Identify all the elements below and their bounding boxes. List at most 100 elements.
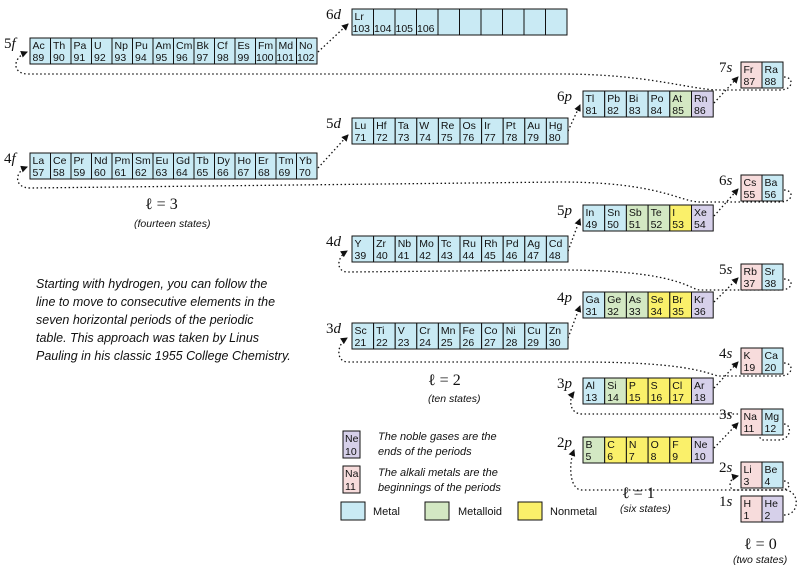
element-atomic-number: 65 (197, 167, 209, 179)
element-atomic-number: 48 (549, 250, 561, 262)
connector-6p-7s (713, 76, 739, 104)
element-atomic-number: 36 (694, 306, 706, 318)
element-atomic-number: 25 (441, 337, 453, 349)
element-symbol: Se (651, 294, 664, 306)
element-atomic-number: 56 (765, 189, 777, 201)
element-atomic-number: 43 (441, 250, 453, 262)
ell-labels: ℓ = 3 (fourteen states) ℓ = 2 (ten state… (134, 196, 787, 566)
element-cell (523, 8, 546, 36)
element-symbol: At (672, 93, 682, 105)
element-symbol: Gd (176, 155, 190, 167)
element-symbol: Bi (629, 93, 638, 105)
element-atomic-number: 88 (765, 76, 777, 88)
element-atomic-number: 3 (744, 476, 750, 488)
element-symbol: Pb (607, 93, 620, 105)
element-symbol: Am (156, 40, 172, 52)
element-cell (761, 61, 784, 89)
element-atomic-number: 92 (94, 52, 106, 64)
orbital-label: 1s (719, 494, 733, 510)
element-symbol: Sr (765, 266, 776, 278)
element-symbol: Fr (744, 64, 754, 76)
element-atomic-number: 41 (398, 250, 410, 262)
element-atomic-number: 71 (355, 132, 367, 144)
connector-5d-6p (567, 104, 581, 132)
element-atomic-number: 12 (765, 423, 777, 435)
element-symbol: Rn (694, 93, 708, 105)
explanation-line: line to move to consecutive elements in … (36, 295, 276, 309)
element-symbol: H (744, 498, 752, 510)
element-atomic-number: 35 (672, 306, 684, 318)
element-atomic-number: 64 (176, 167, 188, 179)
element-symbol: Es (238, 40, 250, 52)
element-symbol: V (398, 325, 405, 337)
element-symbol: Ti (376, 325, 384, 337)
ell-2-label: ℓ = 2 (428, 372, 461, 389)
element-atomic-number: 67 (238, 167, 250, 179)
element-symbol: Pr (74, 155, 85, 167)
element-symbol: Th (53, 40, 65, 52)
element-symbol: Ga (586, 294, 600, 306)
element-atomic-number: 40 (376, 250, 388, 262)
element-atomic-number: 57 (33, 167, 45, 179)
connector-5f-6d (317, 23, 349, 53)
legend-alkali-text-1: The alkali metals are the (378, 467, 498, 479)
element-symbol: S (651, 380, 658, 392)
orbital-label: 5d (326, 116, 342, 132)
orbital-label: 5p (557, 203, 573, 219)
element-atomic-number: 27 (484, 337, 496, 349)
element-symbol: Bk (197, 40, 210, 52)
element-symbol: Be (765, 464, 778, 476)
element-atomic-number: 79 (527, 132, 539, 144)
element-atomic-number: 84 (651, 105, 663, 117)
orbital-label: 3p (557, 376, 573, 392)
element-atomic-number: 10 (694, 451, 706, 463)
element-symbol: Pu (135, 40, 148, 52)
element-atomic-number: 103 (353, 23, 371, 35)
element-symbol: Zn (549, 325, 561, 337)
element-cell (296, 37, 318, 65)
element-atomic-number: 16 (651, 392, 663, 404)
element-symbol: Au (527, 120, 540, 132)
legend-noble-text-2: ends of the periods (378, 446, 472, 458)
element-atomic-number: 66 (217, 167, 229, 179)
legend-nonmetal-label: Nonmetal (550, 506, 597, 518)
element-symbol: Xe (694, 207, 707, 219)
element-cell (761, 408, 784, 436)
element-symbol: Pt (506, 120, 516, 132)
element-atomic-number: 74 (419, 132, 431, 144)
element-cell (545, 322, 569, 350)
element-atomic-number: 46 (506, 250, 518, 262)
element-cell (545, 235, 569, 263)
element-symbol: Dy (217, 155, 231, 167)
element-symbol: Er (258, 155, 269, 167)
element-atomic-number: 59 (74, 167, 86, 179)
element-symbol: Br (672, 294, 683, 306)
ell-2-states: (ten states) (428, 393, 481, 405)
element-symbol: Tb (197, 155, 209, 167)
element-atomic-number: 15 (629, 392, 641, 404)
element-atomic-number: 70 (299, 167, 311, 179)
element-atomic-number: 62 (135, 167, 147, 179)
element-symbol: Rb (744, 266, 758, 278)
orbital-label: 3d (326, 321, 342, 337)
element-symbol: Kr (694, 294, 705, 306)
element-cell (691, 377, 714, 405)
element-symbol: Cm (176, 40, 193, 52)
connector-5s-4d (338, 250, 792, 291)
element-atomic-number: 4 (765, 476, 771, 488)
element-atomic-number: 49 (586, 219, 598, 231)
element-symbol: F (672, 439, 678, 451)
connector-2s-2p (568, 449, 790, 491)
element-atomic-number: 23 (398, 337, 410, 349)
element-atomic-number: 85 (672, 105, 684, 117)
element-atomic-number: 89 (33, 52, 45, 64)
connector-4s-3d (338, 337, 792, 377)
element-symbol: Os (463, 120, 476, 132)
ell-0-states: (two states) (733, 554, 787, 566)
